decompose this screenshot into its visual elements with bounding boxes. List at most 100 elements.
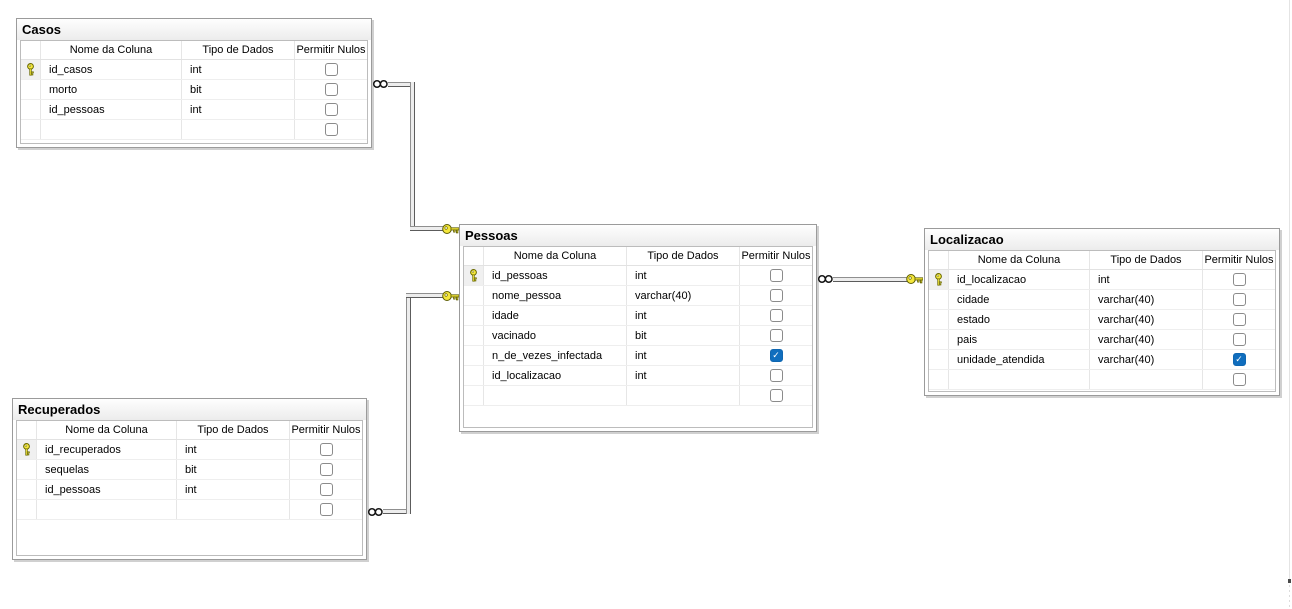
allow-nulls-checkbox[interactable] [769, 389, 783, 402]
allow-nulls-cell[interactable] [295, 100, 367, 119]
row-selector[interactable] [929, 330, 949, 349]
allow-nulls-cell[interactable] [295, 80, 367, 99]
column-name-cell[interactable]: pais [949, 330, 1090, 349]
relationship-line-recuperados-pessoas[interactable] [406, 293, 411, 514]
column-name-cell[interactable]: id_pessoas [41, 100, 182, 119]
allow-nulls-cell[interactable] [740, 326, 812, 345]
relationship-line-recuperados-pessoas[interactable] [406, 293, 443, 298]
column-type-cell[interactable]: int [177, 480, 290, 499]
column-type-cell[interactable]: int [1090, 270, 1203, 289]
row-selector[interactable] [464, 266, 484, 285]
column-type-cell[interactable]: varchar(40) [627, 286, 740, 305]
relationship-line-casos-pessoas[interactable] [388, 82, 415, 87]
column-type-cell[interactable]: int [627, 266, 740, 285]
column-name-cell[interactable]: sequelas [37, 460, 177, 479]
allow-nulls-cell[interactable] [290, 440, 362, 459]
table-row[interactable] [464, 386, 812, 406]
row-selector[interactable] [464, 326, 484, 345]
column-name-cell[interactable] [41, 120, 182, 139]
allow-nulls-cell[interactable] [290, 500, 362, 519]
allow-nulls-checkbox[interactable] [769, 269, 783, 282]
column-type-cell[interactable]: int [182, 100, 295, 119]
key-endpoint-icon[interactable] [442, 223, 460, 235]
allow-nulls-cell[interactable] [1203, 270, 1275, 289]
table-window-casos[interactable]: Casos Nome da Coluna Tipo de Dados Permi… [16, 18, 372, 148]
row-selector[interactable] [21, 80, 41, 99]
row-selector[interactable] [21, 100, 41, 119]
column-name-cell[interactable]: nome_pessoa [484, 286, 627, 305]
column-type-cell[interactable]: varchar(40) [1090, 350, 1203, 369]
row-selector[interactable] [464, 306, 484, 325]
allow-nulls-cell[interactable] [740, 286, 812, 305]
infinity-icon[interactable] [817, 274, 834, 284]
relationship-line-casos-pessoas[interactable] [410, 82, 415, 231]
row-selector[interactable] [464, 286, 484, 305]
column-type-cell[interactable]: varchar(40) [1090, 290, 1203, 309]
allow-nulls-checkbox[interactable] [1232, 313, 1246, 326]
allow-nulls-cell[interactable] [1203, 310, 1275, 329]
allow-nulls-cell[interactable]: ✓ [1203, 350, 1275, 369]
allow-nulls-checkbox[interactable] [324, 83, 338, 96]
allow-nulls-cell[interactable] [1203, 330, 1275, 349]
row-selector[interactable] [17, 480, 37, 499]
infinity-icon[interactable] [367, 507, 384, 517]
allow-nulls-checkbox[interactable] [319, 503, 333, 516]
row-selector[interactable] [464, 386, 484, 405]
allow-nulls-checkbox[interactable] [769, 329, 783, 342]
infinity-icon[interactable] [372, 79, 389, 89]
column-name-cell[interactable]: estado [949, 310, 1090, 329]
column-type-cell[interactable]: int [177, 440, 290, 459]
allow-nulls-checkbox[interactable] [324, 63, 338, 76]
row-selector[interactable] [464, 346, 484, 365]
allow-nulls-cell[interactable] [295, 60, 367, 79]
allow-nulls-cell[interactable] [740, 306, 812, 325]
allow-nulls-checkbox[interactable] [319, 443, 333, 456]
row-selector[interactable] [21, 60, 41, 79]
allow-nulls-cell[interactable] [740, 386, 812, 405]
column-name-cell[interactable] [37, 500, 177, 519]
column-type-cell[interactable] [627, 386, 740, 405]
allow-nulls-cell[interactable] [740, 266, 812, 285]
table-title[interactable]: Recuperados [13, 399, 366, 420]
allow-nulls-checkbox[interactable]: ✓ [1232, 353, 1246, 366]
table-title[interactable]: Pessoas [460, 225, 816, 246]
allow-nulls-checkbox[interactable] [769, 309, 783, 322]
row-selector[interactable] [929, 350, 949, 369]
allow-nulls-checkbox[interactable] [1232, 333, 1246, 346]
column-name-cell[interactable]: id_pessoas [484, 266, 627, 285]
column-name-cell[interactable]: id_pessoas [37, 480, 177, 499]
row-selector[interactable] [464, 366, 484, 385]
column-name-cell[interactable] [949, 370, 1090, 389]
column-type-cell[interactable]: int [627, 346, 740, 365]
row-selector[interactable] [17, 440, 37, 459]
allow-nulls-checkbox[interactable] [769, 289, 783, 302]
row-selector[interactable] [929, 370, 949, 389]
column-type-cell[interactable] [1090, 370, 1203, 389]
relationship-line-casos-pessoas[interactable] [410, 226, 444, 231]
table-window-recuperados[interactable]: Recuperados Nome da Coluna Tipo de Dados… [12, 398, 367, 560]
row-selector[interactable] [17, 460, 37, 479]
column-type-cell[interactable]: int [182, 60, 295, 79]
table-title[interactable]: Casos [17, 19, 371, 40]
column-type-cell[interactable]: bit [177, 460, 290, 479]
column-name-cell[interactable]: id_casos [41, 60, 182, 79]
allow-nulls-checkbox[interactable] [1232, 293, 1246, 306]
column-name-cell[interactable]: vacinado [484, 326, 627, 345]
column-type-cell[interactable]: int [627, 366, 740, 385]
key-endpoint-icon[interactable] [906, 273, 924, 285]
column-name-cell[interactable]: idade [484, 306, 627, 325]
column-name-cell[interactable]: id_localizacao [484, 366, 627, 385]
allow-nulls-cell[interactable] [290, 460, 362, 479]
